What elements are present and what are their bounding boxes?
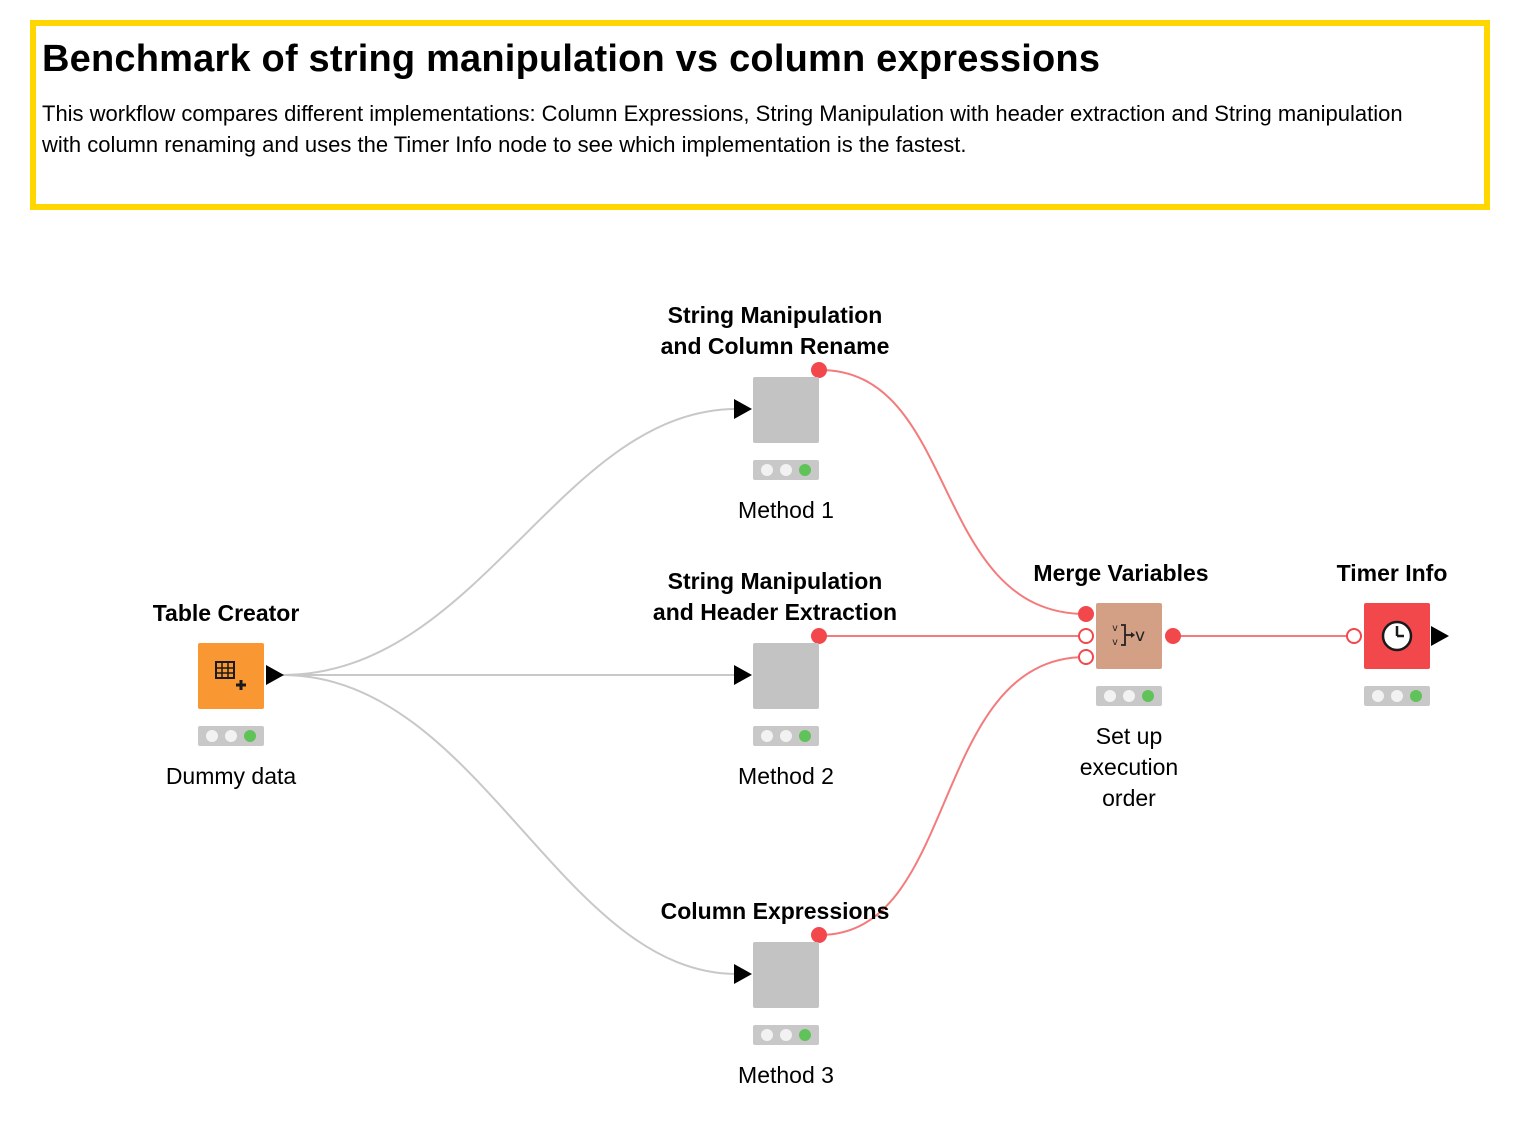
method1-variable-out-port[interactable] (811, 362, 827, 378)
table-creator-status (198, 726, 264, 746)
method1-title: String Manipulation and Column Rename (615, 300, 935, 362)
connection-table-to-method3[interactable] (281, 674, 738, 975)
table-creator-node[interactable] (198, 643, 264, 709)
method3-node[interactable] (753, 942, 819, 1008)
method1-title-line1: String Manipulation (667, 302, 883, 328)
method2-in-port[interactable] (734, 665, 752, 685)
method2-node[interactable] (753, 643, 819, 709)
merge-variables-status (1096, 686, 1162, 706)
method3-title: Column Expressions (660, 898, 890, 924)
merge-variables-label[interactable]: Set up execution order (1019, 721, 1239, 814)
table-plus-icon (215, 661, 246, 690)
merge-variables-node[interactable]: v v v (1096, 603, 1162, 669)
method1-status (753, 460, 819, 480)
merge-variables-icon: v v v (1112, 623, 1145, 648)
svg-text:v: v (1112, 637, 1118, 648)
method2-title-line2: and Header Extraction (652, 599, 898, 625)
method3-status (753, 1025, 819, 1045)
method1-node[interactable] (753, 377, 819, 443)
timer-info-title: Timer Info (1336, 560, 1448, 586)
method2-title-line1: String Manipulation (667, 568, 883, 594)
timer-variable-in-port[interactable] (1346, 628, 1362, 644)
timer-info-node[interactable] (1364, 603, 1430, 669)
table-creator-title: Table Creator (152, 600, 300, 626)
method1-in-port[interactable] (734, 399, 752, 419)
table-creator-out-port[interactable] (266, 665, 284, 685)
merge-label-line2: execution (1079, 754, 1179, 780)
timer-out-port[interactable] (1431, 626, 1449, 646)
merge-label-line3: order (1102, 785, 1156, 811)
clock-icon (1381, 620, 1413, 652)
method3-label[interactable]: Method 3 (738, 1062, 834, 1088)
variable-connection-method1-to-merge[interactable] (819, 369, 1087, 615)
method2-status (753, 726, 819, 746)
merge-label-line1: Set up (1095, 723, 1163, 749)
method1-title-line2: and Column Rename (660, 333, 890, 359)
merge-variable-in-port-3[interactable] (1078, 649, 1094, 665)
merge-variable-out-port[interactable] (1165, 628, 1181, 644)
merge-variables-title: Merge Variables (1033, 560, 1209, 586)
svg-text:v: v (1112, 623, 1118, 634)
method2-variable-out-port[interactable] (811, 628, 827, 644)
variable-connection-method3-to-merge[interactable] (819, 656, 1087, 936)
annotation-title: Benchmark of string manipulation vs colu… (42, 38, 1101, 80)
annotation-text: This workflow compares different impleme… (42, 101, 1403, 157)
method2-title: String Manipulation and Header Extractio… (615, 566, 935, 628)
merge-variable-in-port-1[interactable] (1078, 606, 1094, 622)
method1-label[interactable]: Method 1 (738, 497, 834, 523)
method3-variable-out-port[interactable] (811, 927, 827, 943)
svg-text:v: v (1135, 626, 1145, 646)
timer-info-status (1364, 686, 1430, 706)
merge-variable-in-port-2[interactable] (1078, 628, 1094, 644)
connection-table-to-method1[interactable] (281, 408, 738, 676)
method2-label[interactable]: Method 2 (738, 763, 834, 789)
table-creator-label[interactable]: Dummy data (165, 763, 297, 789)
workflow-annotation: Benchmark of string manipulation vs colu… (30, 20, 1490, 210)
method3-in-port[interactable] (734, 964, 752, 984)
